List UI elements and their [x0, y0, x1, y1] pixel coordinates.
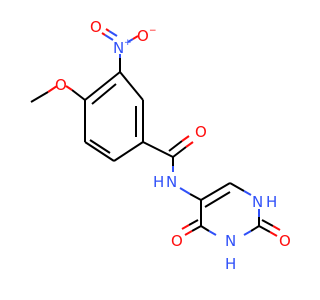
nitro-o-top-label: O — [90, 18, 102, 36]
bond — [191, 225, 202, 232]
nitro-o-right-label: O — [137, 27, 149, 45]
ring-o4-label: O — [171, 232, 183, 250]
bond — [105, 28, 110, 32]
ring-n3-label: N — [225, 232, 236, 250]
bond — [243, 230, 252, 236]
bond — [181, 135, 190, 142]
bond — [30, 91, 49, 103]
bond — [108, 30, 118, 37]
bond — [261, 219, 274, 227]
bond — [200, 225, 210, 232]
benzene-ring — [84, 71, 144, 162]
bond — [104, 34, 114, 41]
nitro-n-label: N — [113, 39, 124, 57]
bond — [168, 140, 183, 152]
bond — [272, 225, 281, 231]
amide-group — [142, 135, 202, 201]
bond — [132, 35, 139, 40]
bond — [189, 193, 202, 201]
pyrimidine-ring — [181, 182, 281, 237]
bond — [208, 230, 217, 236]
bond — [185, 141, 194, 148]
bond — [188, 219, 199, 226]
bond — [113, 141, 144, 162]
nitro-group — [101, 28, 139, 72]
structure-svg: N + O O − O O N H N H O N H O — [30, 18, 291, 273]
nitro-n-charge: + — [124, 38, 132, 48]
atom-labels: N + O O − O O N H N H O N H O — [55, 18, 291, 273]
bond — [47, 85, 58, 93]
bond — [200, 182, 231, 201]
bond — [127, 38, 134, 43]
ring-n3-h-label: H — [225, 255, 236, 273]
bond — [65, 85, 73, 91]
methoxy-group — [30, 85, 86, 103]
ring-n1-h-label: H — [266, 193, 277, 211]
bond — [119, 71, 144, 101]
amide-n-label: N — [166, 173, 177, 191]
bond — [269, 231, 278, 237]
bond — [229, 182, 245, 192]
bond — [181, 224, 190, 230]
molecule-diagram: N + O O − O O N H N H O N H O — [30, 18, 291, 273]
bond — [71, 89, 86, 101]
carbonyl-o-label: O — [195, 123, 207, 141]
bond-inner — [91, 83, 117, 105]
nitro-o-charge: − — [149, 26, 157, 36]
bond — [179, 187, 191, 195]
bond — [172, 146, 187, 158]
bond — [101, 32, 106, 36]
bond — [250, 225, 260, 232]
bond — [142, 141, 174, 158]
amide-h-label: H — [153, 173, 164, 191]
bond — [258, 225, 271, 233]
bond-inner — [204, 191, 231, 208]
bond-inner — [89, 139, 111, 154]
bond — [84, 71, 121, 101]
ring-o2-label: O — [279, 232, 291, 250]
ring-n1-label: N — [252, 193, 263, 211]
bond — [243, 190, 252, 196]
bond — [184, 230, 193, 236]
bond — [84, 141, 115, 162]
methoxy-o-label: O — [55, 76, 67, 94]
